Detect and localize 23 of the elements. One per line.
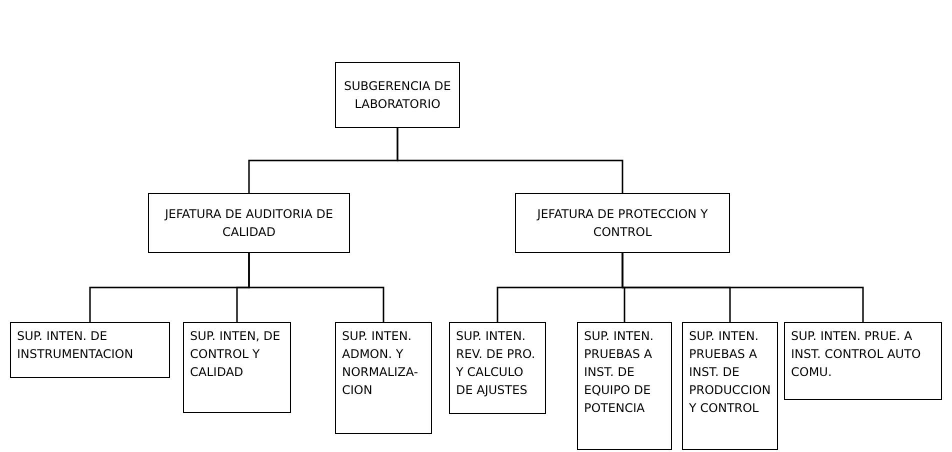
org-box	[515, 193, 730, 253]
org-box	[335, 62, 460, 128]
org-box	[148, 193, 350, 253]
box-text: JEFATURA DE PROTECCION Y CONTROL	[536, 206, 709, 241]
connector-line	[248, 253, 384, 322]
org-box	[784, 322, 942, 400]
org-box	[10, 322, 170, 378]
box-text: SUP. INTEN. DE INSTRUMENTACION	[17, 328, 134, 363]
connector-line	[622, 253, 864, 322]
box-text: SUP. INTEN, DE CONTROL Y CALIDAD	[190, 328, 282, 381]
box-text: SUP. INTEN. PRUE. A INST. CONTROL AUTO COMU.	[791, 328, 922, 381]
connector-line	[396, 128, 624, 193]
box-text: SUP. INTEN. PRUEBAS A INST. DE PRODUCCION Y CONTROL	[689, 328, 771, 417]
org-box	[577, 322, 672, 450]
org-box	[682, 322, 778, 450]
org-box	[449, 322, 546, 414]
org-box	[183, 322, 291, 413]
box-text: SUP. INTEN. REV. DE PRO. Y CALCULO DE AJUSTES	[456, 328, 536, 399]
box-text: SUBGERENCIA DE LABORATORIO	[343, 78, 452, 113]
box-text: SUP. INTEN. PRUEBAS A INST. DE EQUIPO DE POTENCIA	[584, 328, 655, 417]
org-box	[335, 322, 432, 434]
box-text: JEFATURA DE AUDITORIA DE CALIDAD	[163, 206, 334, 241]
box-text: SUP. INTEN. ADMON. Y NORMALIZA-CION	[342, 328, 420, 399]
